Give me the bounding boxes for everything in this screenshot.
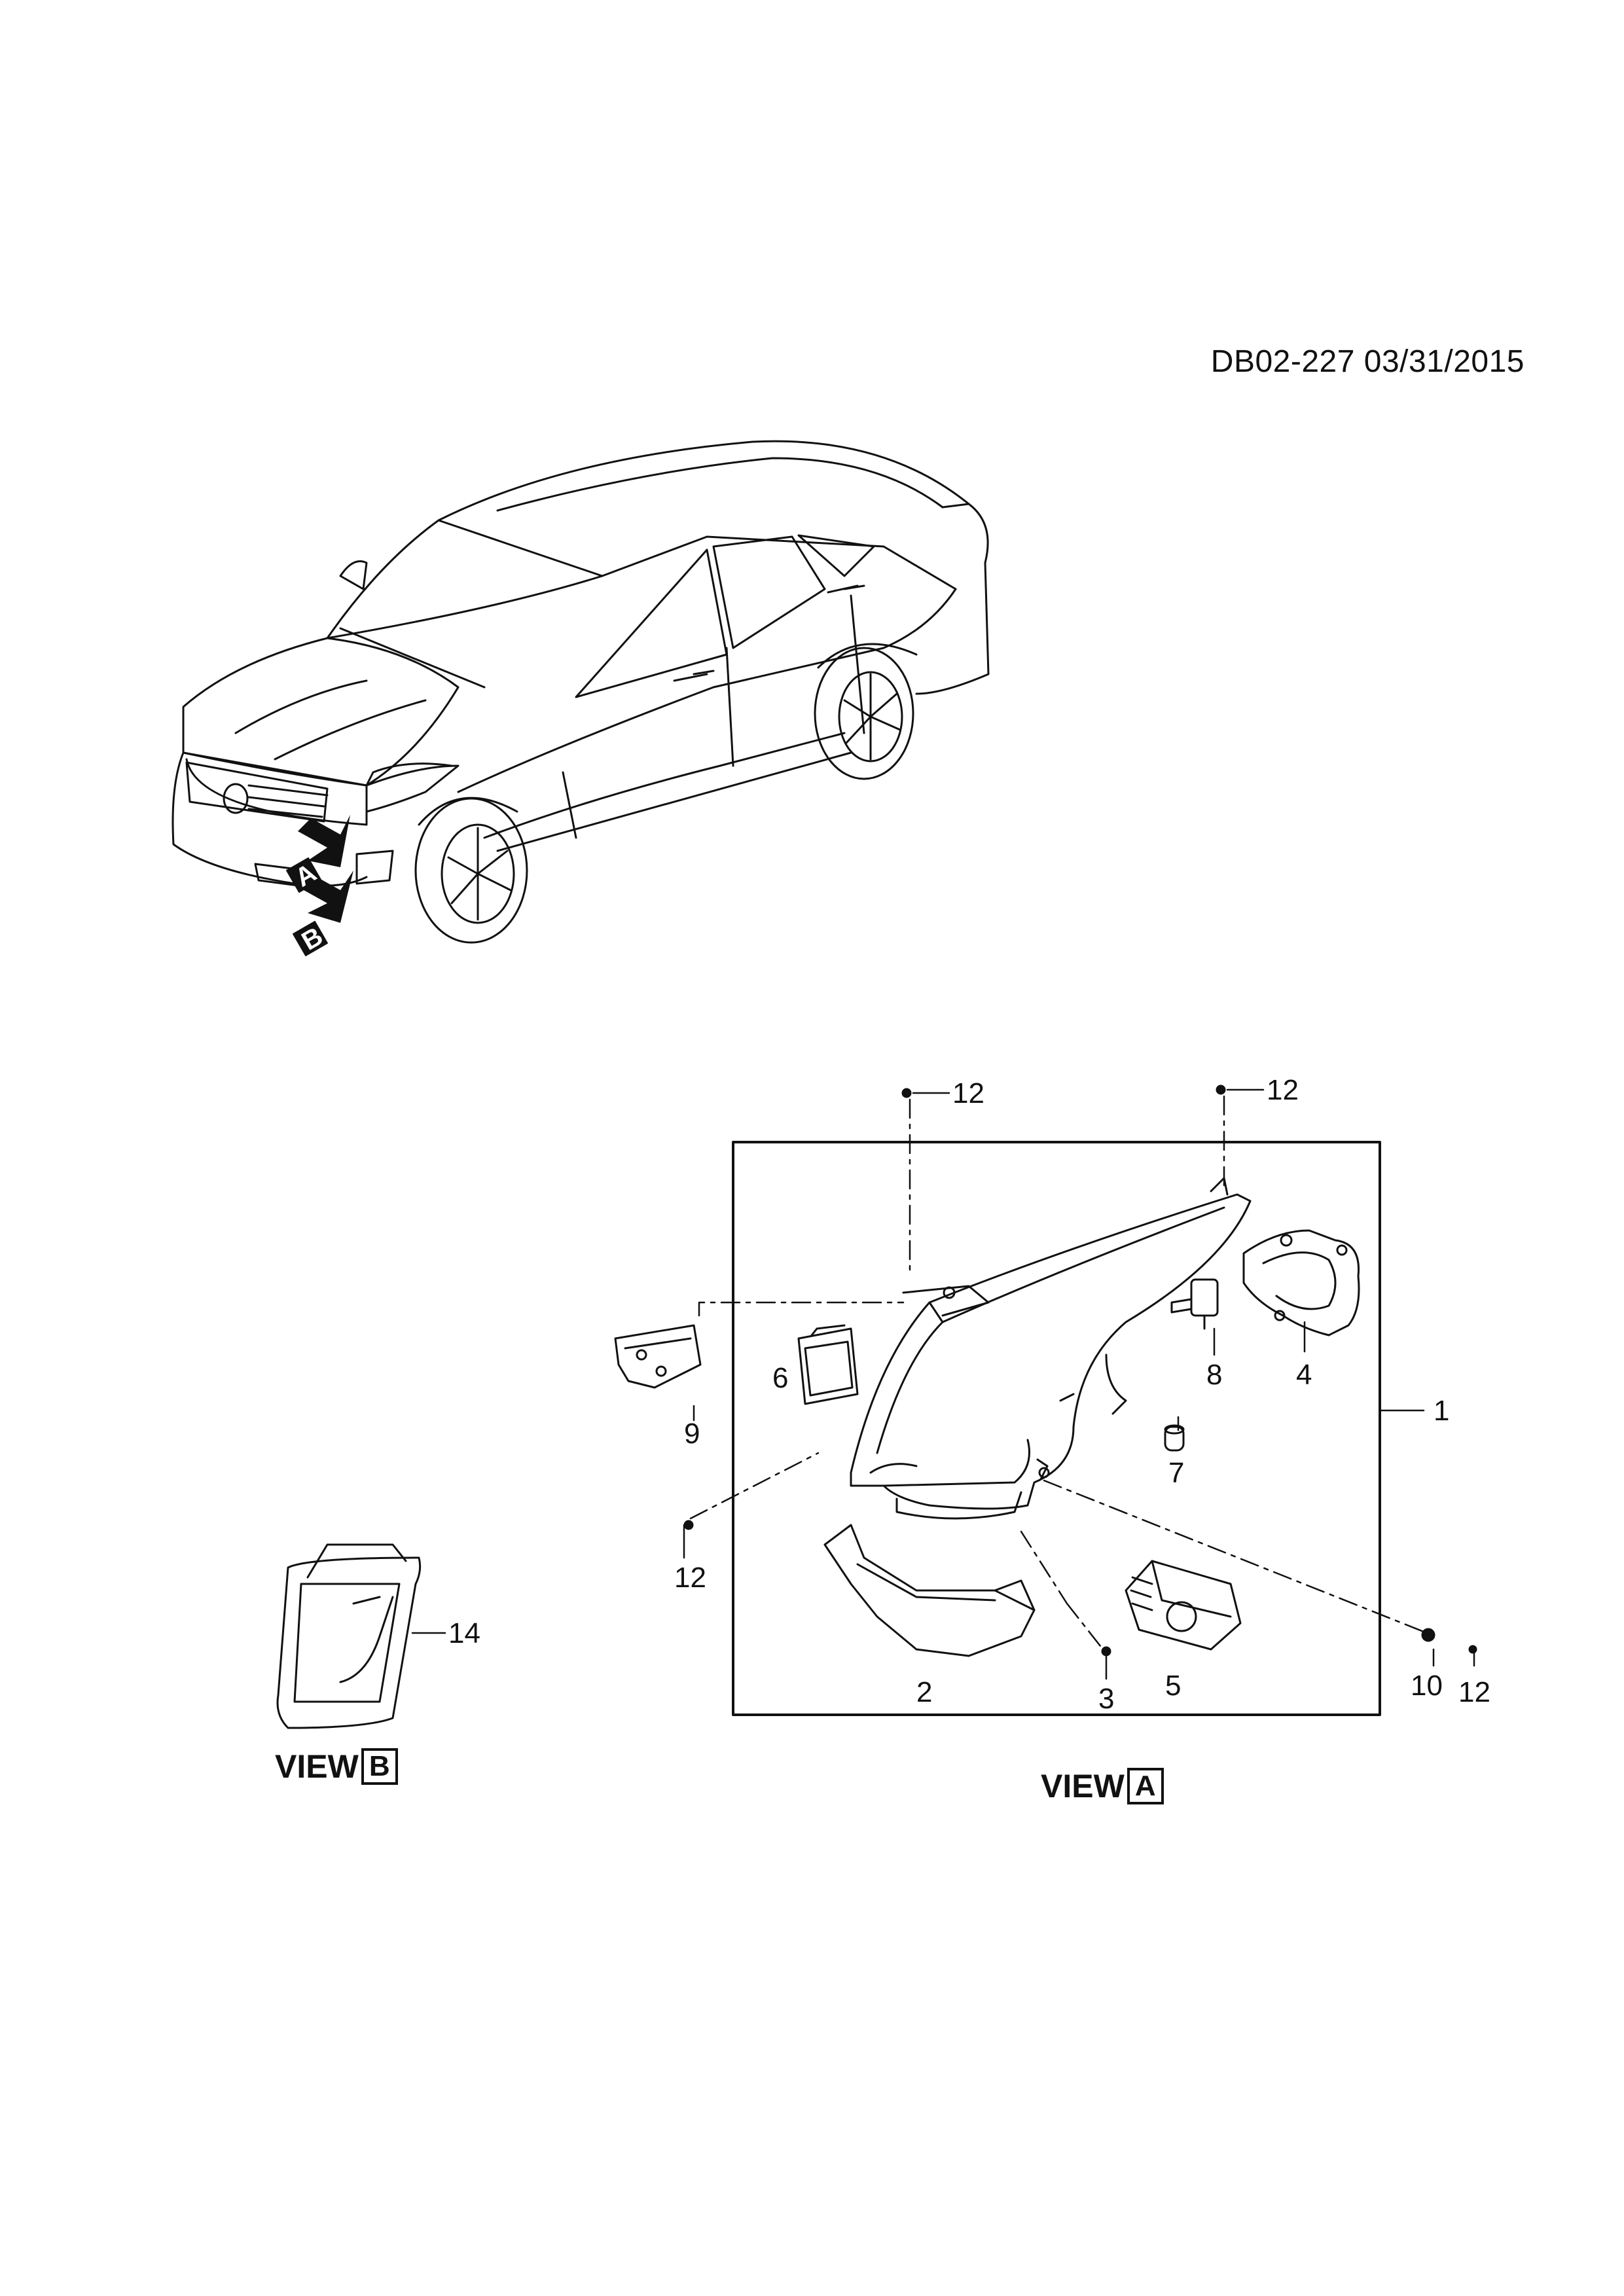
part-9-bracket — [614, 1324, 702, 1389]
view-a-word: VIEW — [1041, 1768, 1125, 1804]
callout-12-top-right: 12 — [1267, 1074, 1299, 1106]
callout-8: 8 — [1206, 1359, 1222, 1391]
callout-3: 3 — [1098, 1683, 1114, 1715]
callout-12-top-left: 12 — [952, 1077, 984, 1109]
part-7-bulb — [1164, 1424, 1185, 1452]
view-b-word: VIEW — [275, 1748, 359, 1785]
callout-1: 1 — [1434, 1395, 1449, 1427]
view-a-letter: A — [1127, 1768, 1164, 1804]
headlamp-assembly — [850, 1177, 1252, 1520]
callout-9: 9 — [684, 1418, 700, 1450]
callouts: 1 2 3 4 5 6 7 8 9 10 12 12 12 12 14 — [448, 1074, 1490, 1715]
callout-7: 7 — [1168, 1457, 1184, 1489]
part-6-module — [797, 1324, 859, 1405]
arrow-label-b: B — [297, 922, 328, 956]
callout-5: 5 — [1165, 1670, 1181, 1702]
part-2-bracket — [823, 1524, 1036, 1657]
callout-12-left: 12 — [674, 1562, 706, 1594]
document-reference: DB02-227 03/31/2015 — [1210, 344, 1525, 379]
callout-10: 10 — [1411, 1670, 1443, 1702]
callout-2: 2 — [916, 1676, 932, 1708]
dashed-lines — [689, 1095, 1428, 1651]
part-8-bulb — [1170, 1278, 1219, 1330]
view-a-frame — [732, 1141, 1381, 1716]
view-a-label: VIEW A — [1041, 1767, 1164, 1805]
callout-12-bottom-right: 12 — [1458, 1676, 1490, 1708]
callout-6: 6 — [772, 1362, 788, 1394]
part-5-module — [1125, 1560, 1242, 1651]
fasteners — [683, 1085, 1477, 1657]
callout-14: 14 — [448, 1617, 480, 1649]
view-b-label: VIEW B — [275, 1748, 398, 1785]
view-b-letter: B — [361, 1748, 398, 1785]
part-14-bezel — [276, 1543, 422, 1729]
callout-4: 4 — [1296, 1359, 1312, 1391]
leader-lines — [411, 1088, 1475, 1680]
part-4-seal — [1242, 1229, 1360, 1336]
vehicle-illustration — [171, 440, 990, 944]
